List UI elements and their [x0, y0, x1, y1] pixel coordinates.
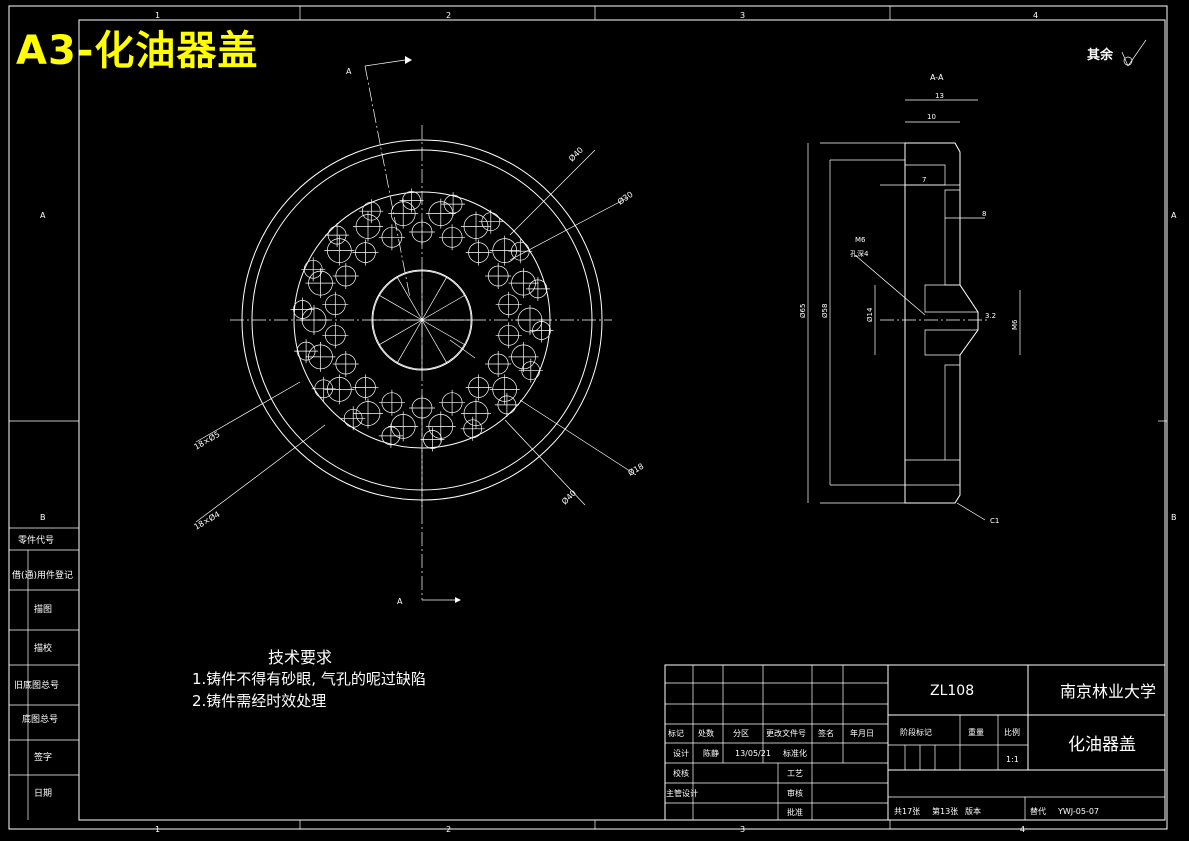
tb-header-5: 签名	[818, 728, 834, 738]
dim-sec-10: 3.2	[985, 312, 996, 320]
strip-label-8: 日期	[34, 788, 52, 799]
leader-lines	[195, 149, 637, 523]
zone-top-1: 1	[155, 11, 160, 20]
hub-spoke-line	[378, 319, 423, 346]
dim-sec-9: Ø14	[866, 307, 874, 322]
zone-bottom-3: 3	[740, 825, 745, 834]
hub-spoke-line	[396, 276, 423, 321]
dim-sec-4: 8	[982, 210, 986, 218]
section-label: A-A	[930, 73, 944, 82]
hub-spoke-line	[421, 319, 448, 364]
drawing-title-banner: A3-化油器盖	[16, 28, 259, 74]
tech-item-2: 2.铸件需经时效处理	[192, 692, 326, 710]
tb-header-1: 标记	[668, 728, 684, 738]
zone-right-b: B	[1171, 513, 1177, 522]
hub-spoke-line	[421, 294, 466, 321]
front-view	[230, 125, 612, 510]
dim-main-4: Ø40	[559, 488, 578, 507]
tb-stage-3: 比例	[1004, 727, 1020, 737]
tb-drawing-no: YWJ-05-07	[1057, 807, 1099, 816]
hub-spoke-line	[378, 294, 423, 321]
strip-label-7: 签字	[34, 751, 52, 763]
strip-label-4: 描校	[34, 642, 52, 654]
outer-frame	[8, 5, 1168, 830]
tb-role-2: 校核	[673, 768, 689, 778]
surface-finish-icon	[1121, 39, 1147, 67]
dim-sec-8: Ø58	[821, 304, 829, 318]
dim-main-1: Ø40	[566, 145, 585, 164]
inner-frame	[78, 19, 1166, 821]
tb-school: 南京林业大学	[1060, 682, 1156, 701]
tb-designer: 陈静	[703, 748, 719, 758]
surface-note-label: 其余	[1087, 47, 1114, 63]
dim-sec-7: Ø65	[799, 304, 807, 318]
zone-ticks	[9, 6, 1167, 829]
tb-header-4: 更改文件号	[766, 728, 806, 738]
tb-part-name: 化油器盖	[1068, 735, 1136, 755]
tb-sheet-no: 第13张	[932, 806, 958, 816]
tb-header-2: 处数	[698, 728, 714, 738]
dim-sec-2: 10	[927, 113, 936, 121]
dim-sec-3: 7	[922, 176, 926, 184]
zone-top-2: 2	[446, 11, 451, 20]
tb-role-1: 设计	[673, 748, 689, 758]
tb-stage-2: 重量	[968, 727, 984, 737]
tech-heading: 技术要求	[268, 648, 332, 667]
zone-top-4: 4	[1033, 11, 1038, 20]
tb-right-role-3: 审核	[787, 788, 803, 798]
tb-date: 13/05/21	[735, 749, 771, 758]
tb-right-role-1: 标准化	[783, 748, 807, 758]
cut-mark-top: A	[346, 67, 352, 76]
left-strip	[9, 527, 79, 820]
zone-left-b: B	[40, 513, 46, 522]
dim-sec-6: 孔深4	[850, 249, 869, 258]
strip-label-2: 借(通)用件登记	[12, 569, 73, 581]
dim-sec-1: 13	[935, 92, 944, 100]
tech-item-1: 1.铸件不得有砂眼, 气孔的呢过缺陷	[192, 670, 426, 688]
strip-label-5: 旧底图总号	[14, 679, 59, 691]
title-block-grid	[664, 664, 1166, 821]
zone-bottom-1: 1	[155, 825, 160, 834]
dim-main-5: 18×Ø5	[192, 429, 221, 452]
tb-replace: 替代	[1030, 806, 1046, 816]
zone-top-3: 3	[740, 11, 745, 20]
zone-bottom-4: 4	[1020, 825, 1025, 834]
zone-left-a: A	[40, 211, 46, 220]
hub-spoke-line	[421, 276, 448, 321]
tb-role-3: 主管设计	[666, 788, 698, 798]
dim-main-3: Ø18	[626, 461, 645, 478]
tb-stage-1: 阶段标记	[900, 727, 932, 737]
zone-bottom-2: 2	[446, 825, 451, 834]
strip-label-3: 描图	[34, 603, 52, 615]
dim-sec-5: M6	[855, 236, 866, 244]
hub-spoke-line	[421, 319, 466, 346]
strip-label-1: 零件代号	[18, 534, 54, 546]
tb-header-3: 分区	[733, 729, 749, 738]
hub-spoke-line	[396, 319, 423, 364]
tb-right-role-4: 批准	[787, 807, 803, 817]
tb-right-role-2: 工艺	[787, 769, 803, 778]
tb-sheets-total: 共17张	[894, 807, 920, 816]
tb-scale: 1:1	[1006, 755, 1019, 764]
tb-header-6: 年月日	[850, 728, 874, 738]
section-view	[807, 99, 1021, 521]
zone-right-a: A	[1171, 211, 1177, 220]
dim-main-6: 18×Ø4	[192, 509, 221, 532]
cut-mark-bottom: A	[397, 597, 403, 606]
dim-main-2: Ø30	[615, 189, 634, 207]
tb-material: ZL108	[930, 683, 974, 699]
cut-plane-a	[364, 56, 461, 603]
tb-version: 版本	[965, 806, 981, 816]
dim-sec-11: M6	[1011, 319, 1019, 330]
strip-label-6: 底图总号	[22, 713, 58, 725]
dim-sec-12: C1	[990, 517, 999, 525]
